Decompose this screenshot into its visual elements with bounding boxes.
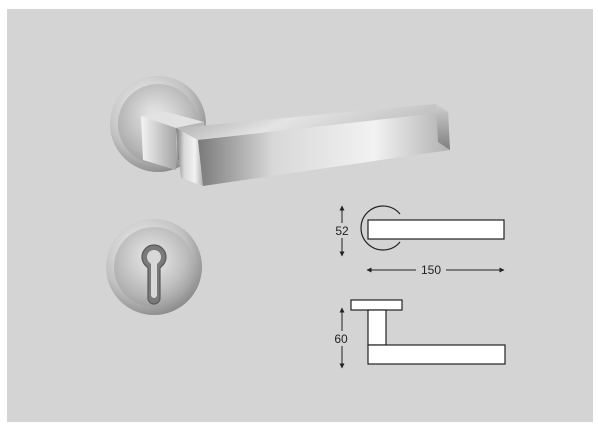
top-view-rose-outline bbox=[360, 205, 401, 251]
lever-end-cap bbox=[436, 104, 450, 150]
lever-handle-photo bbox=[110, 76, 450, 186]
dimension-52: 52 bbox=[331, 205, 353, 257]
side-view-rose-outline bbox=[350, 299, 403, 311]
dimension-52-label: 52 bbox=[335, 224, 349, 238]
side-view-drawing bbox=[350, 299, 506, 365]
side-view-neck-outline bbox=[367, 309, 387, 346]
handle-neck bbox=[141, 112, 204, 128]
dimension-60-label: 60 bbox=[334, 332, 348, 346]
dimension-60: 60 bbox=[331, 307, 353, 369]
dimension-150: 150 bbox=[366, 263, 505, 277]
lever-top-face bbox=[176, 104, 448, 140]
key-escutcheon-photo bbox=[106, 219, 202, 315]
lever-front-face bbox=[176, 128, 203, 186]
dimension-150-label: 150 bbox=[421, 263, 441, 277]
top-view-lever-outline bbox=[367, 219, 505, 240]
side-view-lever-outline bbox=[367, 344, 506, 365]
top-view-drawing bbox=[360, 205, 505, 251]
